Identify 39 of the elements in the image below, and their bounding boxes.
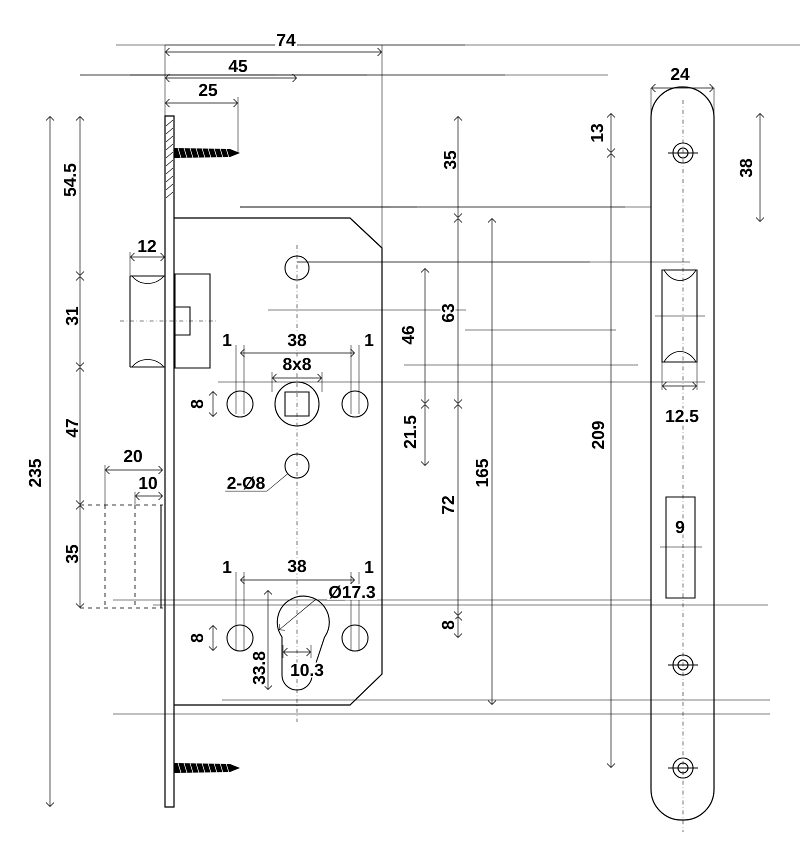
dimension-label: 31 xyxy=(64,305,80,327)
dimension-label: 72 xyxy=(440,494,456,516)
dimension-label: 33.8 xyxy=(252,650,266,686)
dimension-label: 1 xyxy=(220,332,234,348)
leader-line xyxy=(224,474,288,492)
dimension-label: 24 xyxy=(669,66,691,82)
dimension-label: 165 xyxy=(474,457,490,489)
dimension-label: 35 xyxy=(64,543,80,565)
dimension-label: 9 xyxy=(674,520,686,534)
dimension-label: 45 xyxy=(227,58,249,74)
dimension-label: 235 xyxy=(28,457,42,489)
dimension-label: 20 xyxy=(122,448,144,464)
dimension-label: 47 xyxy=(64,417,80,439)
dimension-label: 8 xyxy=(190,398,204,410)
dimension-label: Ø17.3 xyxy=(327,584,377,600)
hole xyxy=(284,453,310,479)
dimension-label: 10.3 xyxy=(288,662,326,678)
dimension-label: 13 xyxy=(590,122,604,144)
dimension-label: 8x8 xyxy=(281,356,313,372)
leader-text: 2-Ø8 xyxy=(227,476,265,490)
dimension-label: 10 xyxy=(137,476,159,490)
dimension-label: 25 xyxy=(197,82,219,98)
dimension-label: 8 xyxy=(190,632,204,644)
dimension-label: 8 xyxy=(440,618,456,632)
dimension-label: 1 xyxy=(362,332,376,348)
dimension-label: 63 xyxy=(440,302,456,324)
dimension-label: 21.5 xyxy=(402,414,418,450)
dimension-label: 1 xyxy=(220,560,234,574)
dimension-label: 1 xyxy=(362,560,376,574)
dimension-label: 12.5 xyxy=(664,408,700,424)
dimension-label: 209 xyxy=(590,419,606,451)
dimension-label: 38 xyxy=(286,332,308,348)
dimension-label: 46 xyxy=(400,324,416,346)
dimension-label: 35 xyxy=(442,149,458,171)
dimension-label: 74 xyxy=(275,32,297,48)
dimension-label: 38 xyxy=(286,558,308,574)
dimension-label: 12 xyxy=(136,238,158,254)
dimension-label: 38 xyxy=(738,157,754,179)
dimension-label: 54.5 xyxy=(62,162,78,198)
